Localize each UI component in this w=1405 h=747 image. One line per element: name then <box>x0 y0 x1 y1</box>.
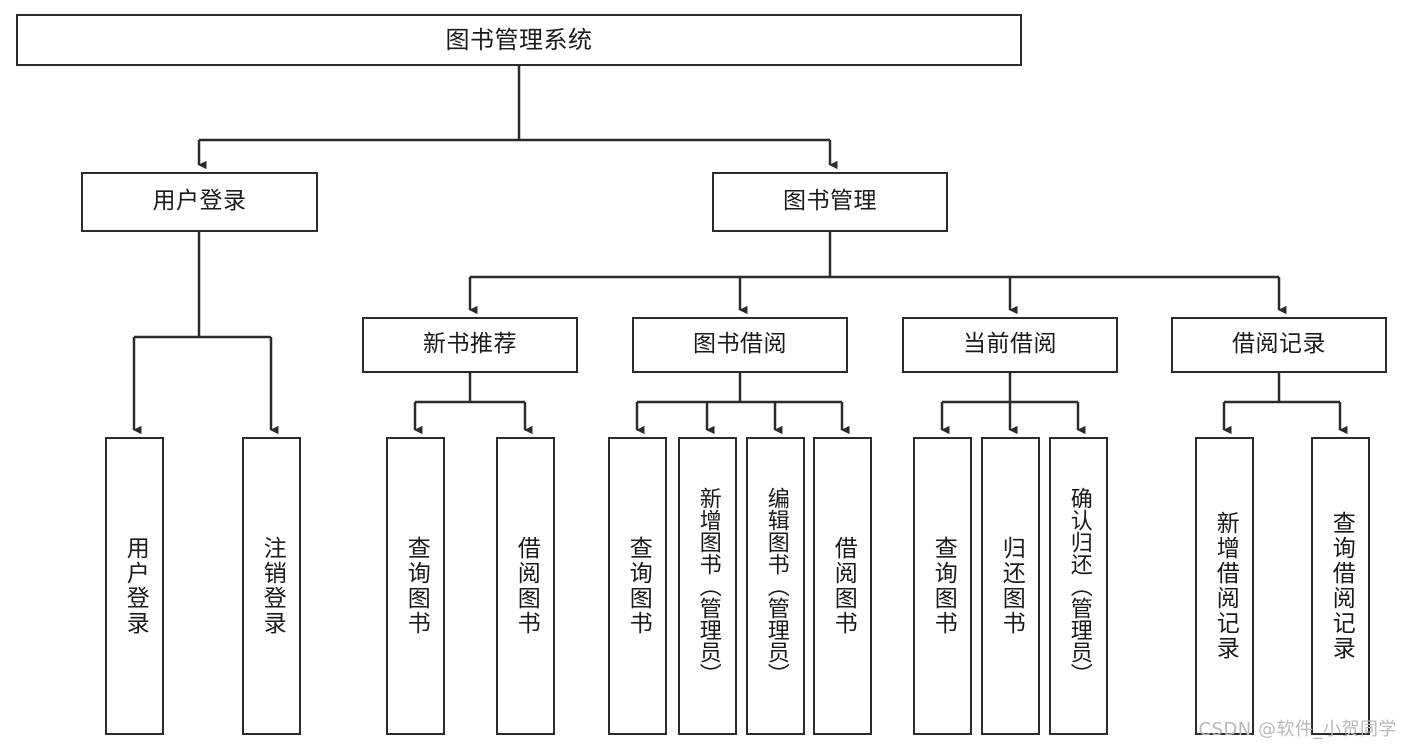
node-label: 查询图书 <box>403 536 430 636</box>
node-leaf-edit-book[interactable]: 编辑图书（管理员） <box>746 437 805 735</box>
node-label: 新增图书（管理员） <box>695 487 721 685</box>
node-label: 图书借阅 <box>693 331 787 358</box>
node-leaf-query-book-2[interactable]: 查询图书 <box>608 437 667 735</box>
node-leaf-query-book-3[interactable]: 查询图书 <box>913 437 972 735</box>
node-leaf-add-book[interactable]: 新增图书（管理员） <box>678 437 737 735</box>
node-new-book-rec[interactable]: 新书推荐 <box>362 317 578 373</box>
node-leaf-query-book-1[interactable]: 查询图书 <box>386 437 445 735</box>
csdn-watermark: CSDN @软件_小贺同学 <box>1198 719 1397 740</box>
node-user-login[interactable]: 用户登录 <box>81 172 318 232</box>
node-label: 借阅图书 <box>830 536 857 636</box>
node-label: 新增借阅记录 <box>1212 511 1239 661</box>
node-leaf-query-record[interactable]: 查询借阅记录 <box>1311 437 1370 735</box>
node-borrow-record[interactable]: 借阅记录 <box>1171 317 1387 373</box>
node-label: 查询图书 <box>625 536 652 636</box>
node-label: 当前借阅 <box>963 331 1057 358</box>
node-leaf-add-record[interactable]: 新增借阅记录 <box>1195 437 1254 735</box>
node-label: 查询图书 <box>930 536 957 636</box>
node-label: 借阅记录 <box>1232 331 1326 358</box>
node-label: 图书管理系统 <box>445 25 593 54</box>
node-leaf-user-login[interactable]: 用户登录 <box>105 437 164 735</box>
node-leaf-borrow-book-1[interactable]: 借阅图书 <box>496 437 555 735</box>
node-leaf-borrow-book-2[interactable]: 借阅图书 <box>813 437 872 735</box>
node-book-borrow[interactable]: 图书借阅 <box>632 317 848 373</box>
node-label: 编辑图书（管理员） <box>763 487 789 685</box>
node-label: 图书管理 <box>783 188 877 215</box>
node-book-manage[interactable]: 图书管理 <box>712 172 948 232</box>
node-label: 新书推荐 <box>423 331 517 358</box>
node-label: 归还图书 <box>998 536 1025 636</box>
node-leaf-confirm-return[interactable]: 确认归还（管理员） <box>1049 437 1108 735</box>
node-leaf-logout[interactable]: 注销登录 <box>242 437 301 735</box>
node-root-system[interactable]: 图书管理系统 <box>16 14 1022 66</box>
node-label: 查询借阅记录 <box>1328 511 1355 661</box>
node-current-borrow[interactable]: 当前借阅 <box>902 317 1118 373</box>
node-label: 用户登录 <box>152 188 247 215</box>
node-label: 确认归还（管理员） <box>1066 487 1092 685</box>
node-label: 借阅图书 <box>513 536 540 636</box>
node-label: 用户登录 <box>122 536 149 636</box>
node-leaf-return-book[interactable]: 归还图书 <box>981 437 1040 735</box>
node-label: 注销登录 <box>259 536 286 636</box>
